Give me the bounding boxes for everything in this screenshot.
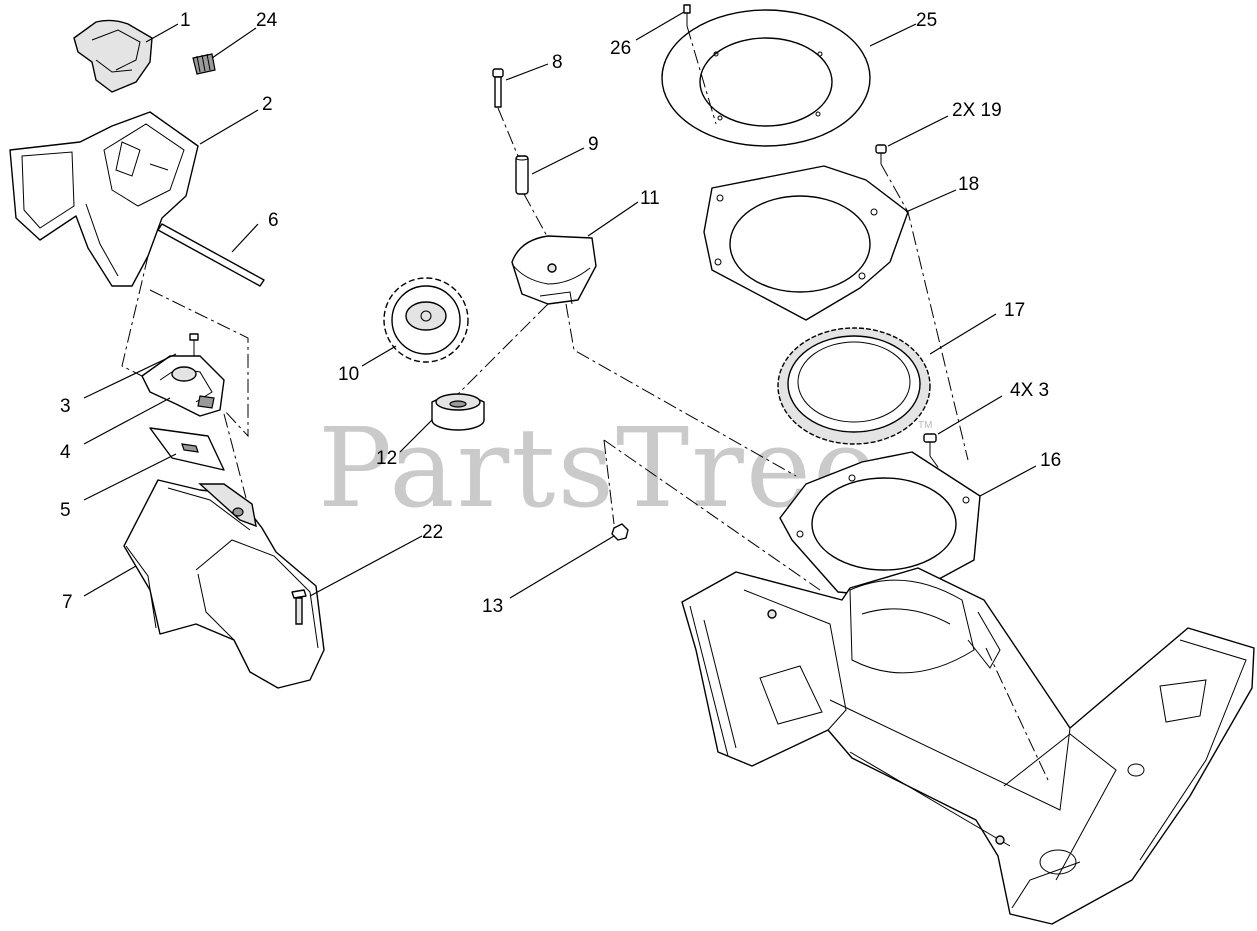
part-3-bolt-4x[interactable] <box>923 433 937 456</box>
part-2-deflector[interactable] <box>9 111 199 287</box>
part-13-nut[interactable] <box>611 523 629 541</box>
part-24-spring[interactable] <box>192 53 216 75</box>
callout-2[interactable]: 2 <box>262 94 273 115</box>
part-7-chute[interactable] <box>123 479 325 689</box>
part-18-plate[interactable] <box>703 165 909 321</box>
auger-housing[interactable] <box>681 567 1255 925</box>
part-26-screw[interactable] <box>683 4 691 26</box>
callout-18[interactable]: 18 <box>958 174 979 195</box>
part-17-ring-gear[interactable] <box>777 327 931 445</box>
watermark-trademark: TM <box>918 420 932 431</box>
callout-10[interactable]: 10 <box>338 364 359 385</box>
callout-25[interactable]: 25 <box>916 10 937 31</box>
callout-4x3[interactable]: 4X 3 <box>1010 380 1049 401</box>
part-16-flange[interactable] <box>779 451 981 599</box>
callouts: 1 24 2 6 3 4 5 7 22 8 9 11 10 12 13 26 2… <box>60 10 1061 617</box>
callout-22[interactable]: 22 <box>422 522 443 543</box>
callout-8[interactable]: 8 <box>552 52 563 73</box>
watermark-text: PartsTree <box>318 404 880 532</box>
callout-1[interactable]: 1 <box>180 10 191 31</box>
callout-26[interactable]: 26 <box>610 38 631 59</box>
assembly-lines <box>121 25 1049 781</box>
callout-6[interactable]: 6 <box>268 210 279 231</box>
callout-4[interactable]: 4 <box>60 442 71 463</box>
part-8-pin[interactable] <box>492 68 504 108</box>
callout-17[interactable]: 17 <box>1004 300 1025 321</box>
callout-2x19[interactable]: 2X 19 <box>952 100 1002 121</box>
callout-7[interactable]: 7 <box>62 592 73 613</box>
part-19-bolt[interactable] <box>875 144 887 164</box>
part-5-shim[interactable] <box>149 427 225 471</box>
part-4-bracket[interactable] <box>141 355 225 417</box>
part-6-rod[interactable] <box>157 223 265 287</box>
leader-lines <box>83 11 1037 599</box>
callout-16[interactable]: 16 <box>1040 450 1061 471</box>
part-25-ring[interactable] <box>661 9 871 147</box>
part-11-housing[interactable] <box>511 235 597 305</box>
part-3-bolt[interactable] <box>189 333 199 356</box>
callout-11[interactable]: 11 <box>640 188 660 209</box>
part-22-screw[interactable] <box>291 589 307 625</box>
part-10-gear[interactable] <box>383 277 469 363</box>
callout-9[interactable]: 9 <box>588 134 599 155</box>
part-9-bushing[interactable] <box>515 155 529 195</box>
callout-5[interactable]: 5 <box>60 500 71 521</box>
callout-3[interactable]: 3 <box>60 396 71 417</box>
part-1-knob[interactable] <box>73 19 153 93</box>
part-12-cup[interactable] <box>431 393 485 431</box>
callout-24[interactable]: 24 <box>256 10 278 31</box>
callout-13[interactable]: 13 <box>482 596 503 617</box>
callout-12[interactable]: 12 <box>376 448 397 469</box>
